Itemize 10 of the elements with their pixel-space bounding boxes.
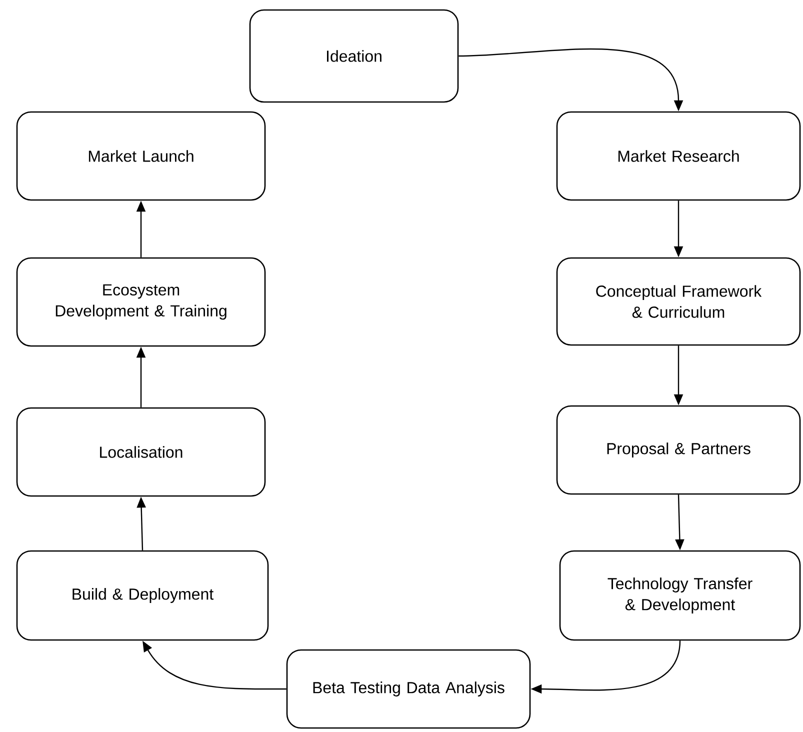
process-box: Ecosystem Development & Training	[16, 257, 266, 347]
process-box: Ideation	[249, 9, 459, 103]
process-box: Conceptual Framework & Curriculum	[556, 257, 801, 346]
process-box: Proposal & Partners	[556, 405, 801, 495]
process-box: Localisation	[16, 407, 266, 497]
process-box: Build & Deployment	[16, 550, 269, 641]
process-box: Market Launch	[16, 111, 266, 201]
process-box: Technology Transfer & Development	[559, 550, 801, 641]
process-box: Market Research	[556, 111, 801, 201]
process-box: Beta Testing Data Analysis	[286, 649, 531, 729]
